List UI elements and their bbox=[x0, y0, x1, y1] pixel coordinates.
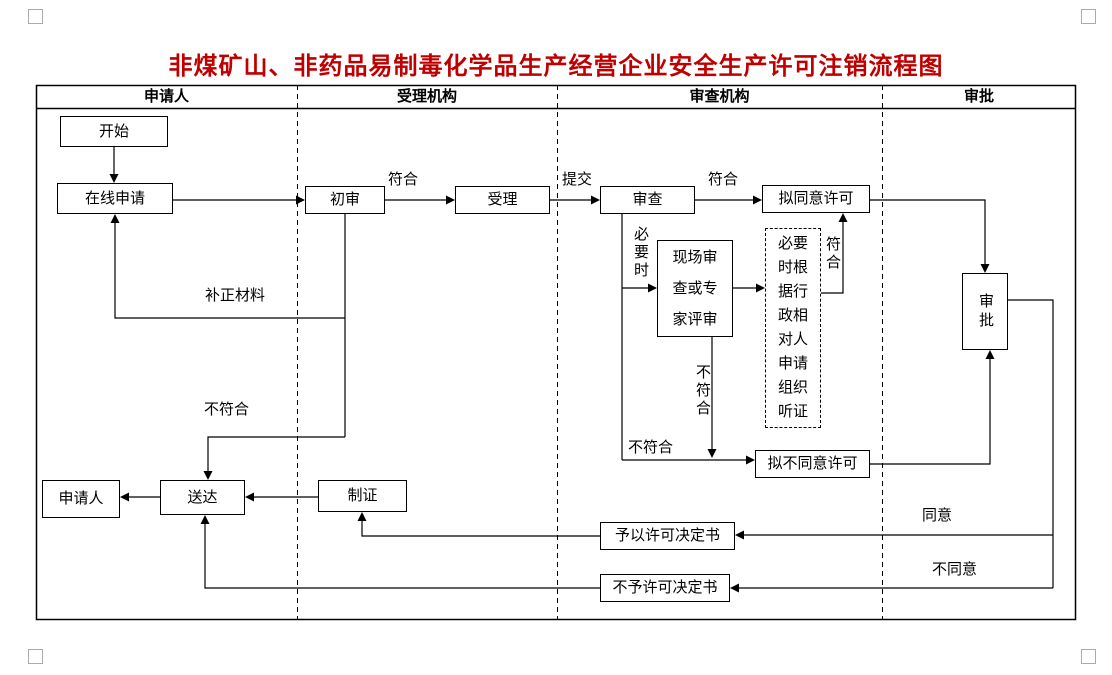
node-initial-review: 初审 bbox=[305, 186, 385, 214]
node-start-label: 开始 bbox=[98, 122, 129, 140]
node-delivery-label: 送达 bbox=[187, 488, 218, 506]
connectors bbox=[113, 147, 1054, 589]
node-examination-label: 审查 bbox=[632, 191, 663, 208]
node-applicant: 申请人 bbox=[42, 480, 120, 518]
node-deny-decision: 不予许可决定书 bbox=[600, 574, 730, 602]
node-grant-decision-label: 予以许可决定书 bbox=[614, 527, 720, 544]
edge-label-conform-exam: 符合 bbox=[708, 171, 739, 188]
lane-dividers bbox=[297, 85, 883, 620]
node-start: 开始 bbox=[60, 116, 168, 147]
node-proposed-disapproval-label: 拟不同意许可 bbox=[767, 455, 858, 472]
crop-mark-bottom-left bbox=[28, 649, 43, 664]
edge-label-when-necessary: 必要时 bbox=[632, 226, 649, 280]
crop-mark-bottom-right bbox=[1081, 649, 1096, 664]
edge-label-not-conform-exam: 不符合 bbox=[628, 439, 674, 456]
node-final-approval: 审批 bbox=[962, 273, 1008, 350]
lane-header-approval: 审批 bbox=[963, 88, 994, 105]
edge-label-not-conform-site: 不符合 bbox=[694, 364, 711, 418]
lane-header-examination: 审查机构 bbox=[689, 88, 750, 105]
node-certificate-issuance-label: 制证 bbox=[347, 487, 378, 504]
edge-label-submit: 提交 bbox=[562, 171, 593, 188]
node-deny-decision-label: 不予许可决定书 bbox=[612, 579, 718, 596]
node-proposed-disapproval: 拟不同意许可 bbox=[755, 450, 870, 478]
node-certificate-issuance: 制证 bbox=[318, 480, 407, 512]
node-delivery: 送达 bbox=[160, 480, 245, 515]
node-proposed-approval: 拟同意许可 bbox=[762, 185, 870, 213]
node-site-or-expert-review: 现场审查或专家评审 bbox=[657, 240, 733, 337]
edge-label-disagree: 不同意 bbox=[932, 561, 978, 578]
edge-label-conform-hearing: 符合 bbox=[824, 236, 841, 272]
node-site-or-expert-review-label: 现场审查或专家评审 bbox=[672, 249, 718, 328]
crop-mark-top-left bbox=[28, 9, 43, 24]
node-acceptance-label: 受理 bbox=[487, 191, 518, 208]
node-initial-review-label: 初审 bbox=[329, 191, 360, 208]
node-proposed-approval-label: 拟同意许可 bbox=[778, 190, 854, 207]
lane-header-applicant: 申请人 bbox=[143, 88, 189, 105]
node-examination: 审查 bbox=[600, 186, 695, 214]
edge-label-not-conform-initial: 不符合 bbox=[204, 401, 250, 418]
node-hearing-note: 必要时根据行政相对人申请组织听证 bbox=[765, 228, 821, 428]
edge-label-agree: 同意 bbox=[922, 507, 953, 524]
node-online-application: 在线申请 bbox=[57, 183, 173, 214]
lane-header-acceptance: 受理机构 bbox=[396, 88, 457, 105]
node-acceptance: 受理 bbox=[455, 186, 550, 214]
table-frame bbox=[35, 84, 1077, 621]
crop-mark-top-right bbox=[1081, 9, 1096, 24]
edge-label-conform-initial: 符合 bbox=[388, 171, 419, 188]
node-grant-decision: 予以许可决定书 bbox=[600, 522, 735, 550]
arrowheads bbox=[109, 174, 995, 593]
node-online-application-label: 在线申请 bbox=[84, 189, 145, 207]
edge-label-supplement-materials: 补正材料 bbox=[205, 287, 266, 304]
page-title: 非煤矿山、非药品易制毒化学品生产经营企业安全生产许可注销流程图 bbox=[168, 54, 944, 80]
node-hearing-note-label: 必要时根据行政相对人申请组织听证 bbox=[777, 235, 808, 420]
node-final-approval-label: 审批 bbox=[977, 292, 994, 331]
node-applicant-label: 申请人 bbox=[58, 490, 104, 507]
